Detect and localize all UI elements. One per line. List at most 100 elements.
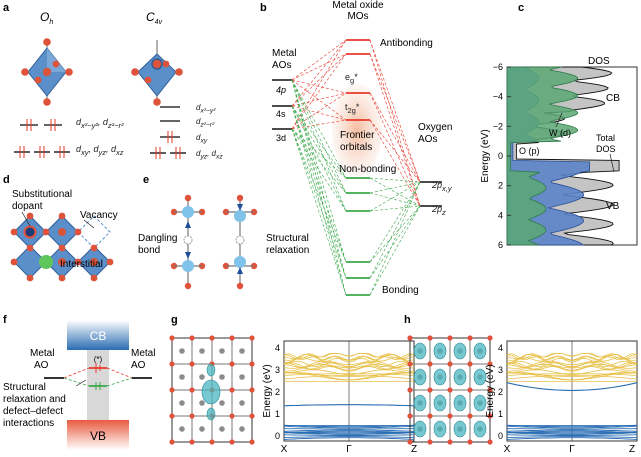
oxygen-atom bbox=[229, 335, 235, 341]
oxygen-atom bbox=[106, 258, 114, 266]
total-dos-1: Total bbox=[596, 133, 615, 143]
frontier-1: Frontier bbox=[340, 130, 375, 141]
panel-g: Energy (eV) 4 3 2 1 0 X Γ Z bbox=[169, 335, 417, 455]
oxygen-atom bbox=[467, 387, 473, 393]
structural-2: relaxation bbox=[266, 245, 309, 256]
conduction-band bbox=[283, 360, 415, 368]
b-connector bbox=[369, 192, 421, 207]
relaxation-arrow bbox=[185, 252, 191, 259]
conduction-band bbox=[283, 360, 415, 369]
conduction-band bbox=[506, 375, 638, 380]
b-connector bbox=[369, 177, 421, 207]
oxygen-atom bbox=[229, 361, 235, 367]
g-ytick-3: 3 bbox=[275, 365, 280, 375]
orbital-lobe bbox=[473, 394, 487, 412]
oxygen-atom bbox=[407, 387, 413, 393]
h-ytick-4: 4 bbox=[498, 343, 503, 353]
orbital-lobe bbox=[473, 420, 487, 438]
f-cb-label: CB bbox=[90, 329, 107, 343]
g-ytick-2: 2 bbox=[275, 387, 280, 397]
f-vb-label: VB bbox=[90, 429, 106, 443]
b-connector bbox=[291, 79, 347, 179]
b-connector bbox=[369, 205, 421, 212]
orbital-lobe bbox=[201, 379, 221, 405]
metal-atom-relaxed bbox=[234, 256, 246, 268]
oxygen-atom bbox=[407, 439, 413, 445]
valence-band bbox=[506, 432, 638, 435]
dos-ytick-label: −2 bbox=[493, 121, 503, 131]
metal-atom bbox=[179, 374, 185, 380]
ab-connector bbox=[369, 92, 421, 183]
dos-ylabel: Energy (eV) bbox=[480, 129, 491, 182]
vb-label: VB bbox=[606, 201, 620, 212]
h-band-structure bbox=[506, 341, 638, 441]
h-xtick-z: Z bbox=[629, 444, 635, 455]
oxygen-atom bbox=[209, 335, 215, 341]
structural-1: Structural bbox=[266, 233, 309, 244]
valence-band bbox=[506, 425, 638, 429]
orbital-lobe bbox=[433, 342, 447, 360]
frontier-glow bbox=[332, 84, 382, 176]
orbital-lobe bbox=[206, 363, 216, 377]
b-connector bbox=[291, 105, 347, 179]
metal-aos-2: AOs bbox=[272, 60, 291, 71]
orbital-lobe bbox=[453, 368, 467, 386]
ab-connector bbox=[291, 92, 347, 107]
conduction-band bbox=[506, 369, 638, 376]
b-connector bbox=[369, 205, 421, 296]
ab-connector bbox=[369, 92, 421, 207]
metal-atom bbox=[179, 426, 185, 432]
oxygen-atom bbox=[487, 387, 493, 393]
g-xtick-z: Z bbox=[411, 444, 417, 455]
oxygen-atom bbox=[169, 361, 175, 367]
metal-atom bbox=[179, 400, 185, 406]
h-structure bbox=[407, 335, 493, 445]
metal-atom bbox=[219, 400, 225, 406]
vacancy-site bbox=[183, 235, 193, 245]
conduction-band bbox=[283, 353, 415, 360]
dos-w-curve bbox=[506, 66, 579, 246]
oxygen-atom bbox=[249, 387, 255, 393]
metal-atom bbox=[239, 348, 245, 354]
oxygen-atom bbox=[169, 335, 175, 341]
f-caption-2: relaxation and bbox=[3, 394, 66, 405]
oxygen-atom bbox=[249, 335, 255, 341]
c4v-energy-levels bbox=[150, 106, 186, 159]
conduction-band bbox=[283, 362, 415, 372]
b-connector bbox=[369, 181, 421, 194]
panel-letter-e: e bbox=[143, 174, 149, 186]
oxygen-atom bbox=[467, 335, 473, 341]
ab-connector bbox=[291, 53, 347, 81]
antibonding-label: Antibonding bbox=[380, 38, 433, 49]
metal-atom bbox=[219, 348, 225, 354]
panel-letter-g: g bbox=[171, 314, 178, 326]
vacancy-pointer bbox=[83, 219, 95, 229]
defect-lattice bbox=[10, 211, 114, 282]
ab-connector bbox=[291, 39, 347, 107]
oxygen-atom bbox=[58, 212, 66, 220]
valence-band bbox=[283, 430, 415, 434]
orbital-lobe bbox=[413, 394, 427, 412]
oxygen-atom bbox=[487, 361, 493, 367]
ab-connector bbox=[291, 39, 347, 81]
oxygen-atom bbox=[249, 439, 255, 445]
oxygen-atom bbox=[58, 274, 66, 282]
dangling-2: bond bbox=[138, 245, 160, 256]
mo-diagram bbox=[272, 39, 442, 296]
frontier-2: orbitals bbox=[340, 142, 372, 153]
oxygen-atom bbox=[90, 244, 98, 252]
b-connector bbox=[291, 128, 347, 212]
oxygen-atom bbox=[74, 258, 82, 266]
orbital-lobe bbox=[433, 420, 447, 438]
oxygen-atom bbox=[189, 439, 195, 445]
valence-band bbox=[283, 432, 415, 435]
g-xtick-gamma: Γ bbox=[346, 444, 352, 455]
o-pxy-label: 2px,y bbox=[432, 180, 452, 193]
metal-atom bbox=[90, 258, 98, 266]
oxygen-atom bbox=[10, 258, 18, 266]
g-ylabel: Energy (eV) bbox=[262, 364, 273, 417]
oxygen-atom bbox=[189, 413, 195, 419]
g-ytick-1: 1 bbox=[275, 409, 280, 419]
metal-atom-relaxed bbox=[234, 210, 246, 222]
